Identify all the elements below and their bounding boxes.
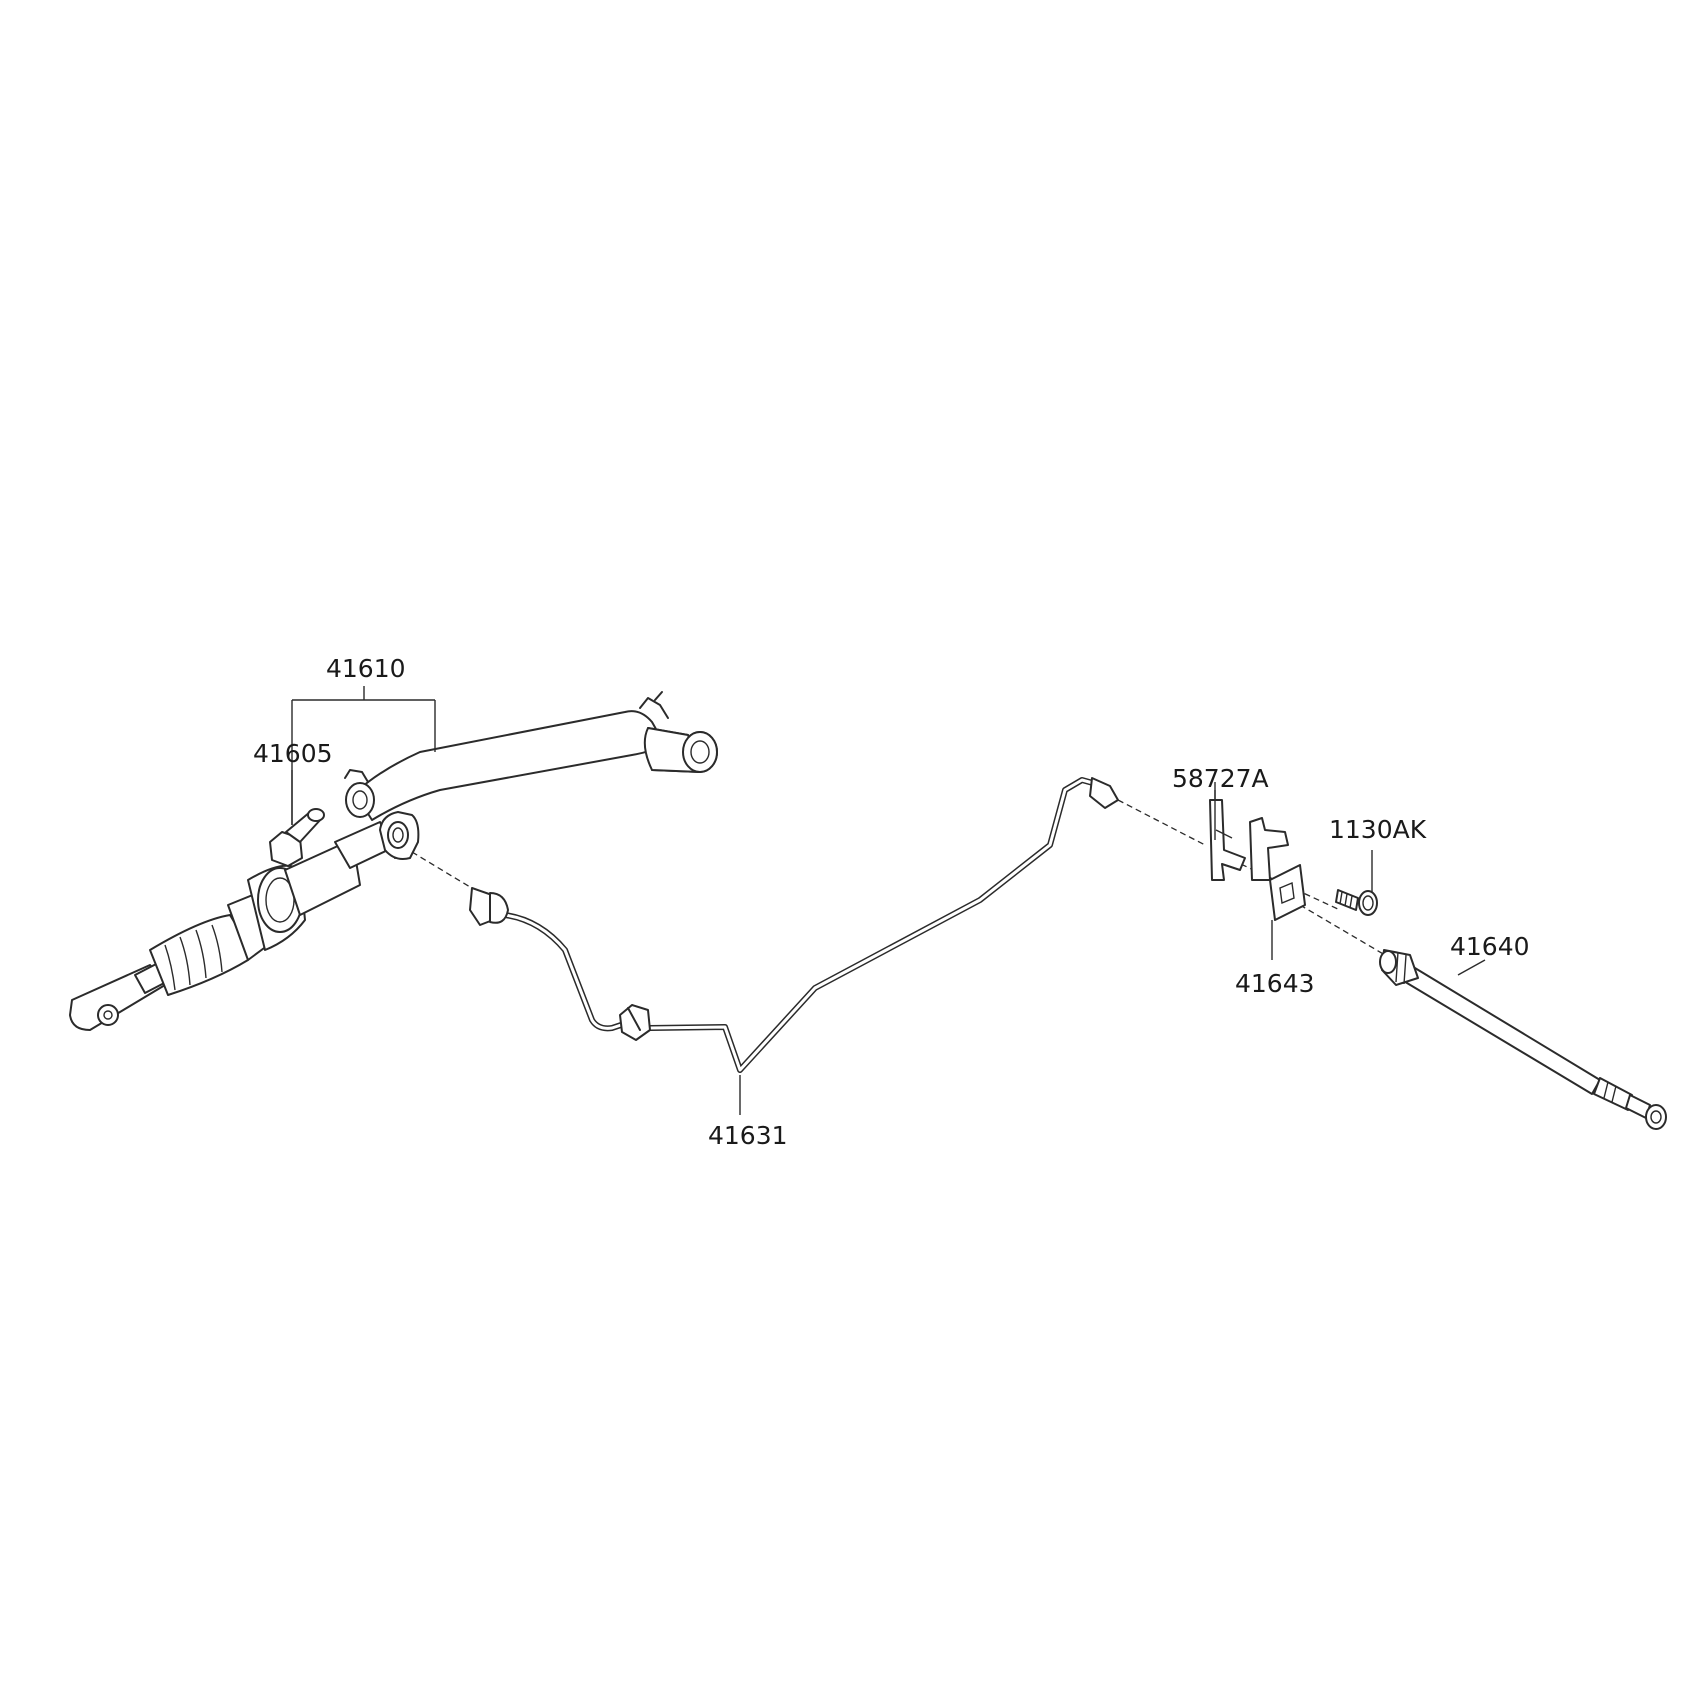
label-41631: 41631 bbox=[708, 1121, 788, 1150]
clutch-master-cylinder bbox=[69, 808, 406, 1031]
label-58727A: 58727A bbox=[1172, 764, 1269, 793]
clutch-hose bbox=[1379, 949, 1667, 1130]
clutch-tube bbox=[469, 777, 1119, 1115]
tube-clip bbox=[1209, 790, 1246, 881]
tube-bracket bbox=[1249, 817, 1306, 960]
label-1130AK: 1130AK bbox=[1329, 815, 1427, 844]
tube-to-clip-leader bbox=[1117, 799, 1206, 846]
bolt bbox=[1335, 850, 1378, 916]
label-41643: 41643 bbox=[1235, 969, 1315, 998]
reservoir-hose bbox=[344, 691, 718, 821]
label-41640: 41640 bbox=[1450, 932, 1530, 961]
label-leaders bbox=[291, 686, 1216, 825]
bracket-to-hose-leader bbox=[1299, 904, 1386, 956]
outlet-to-tube-leader bbox=[411, 851, 476, 891]
outlet-clip bbox=[379, 811, 420, 860]
label-41610: 41610 bbox=[326, 654, 406, 683]
label-41605: 41605 bbox=[253, 739, 333, 768]
